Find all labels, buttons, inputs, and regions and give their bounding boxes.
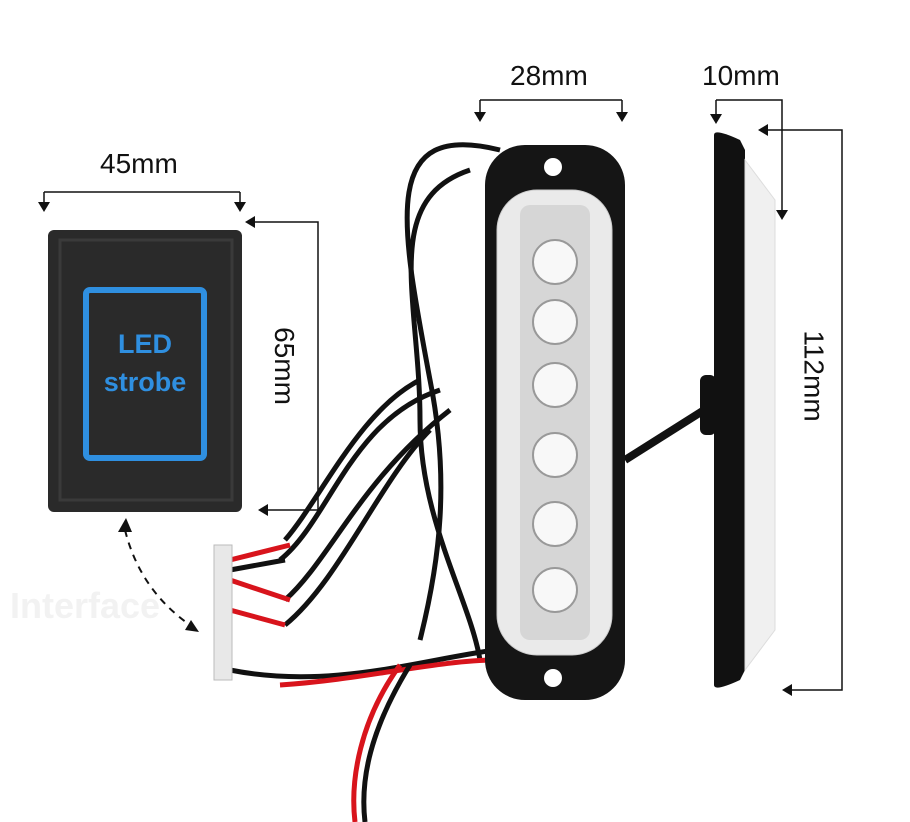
led-light-front — [485, 145, 625, 700]
light-length-label: 112mm — [798, 330, 830, 422]
connector-plugs — [213, 544, 233, 681]
module-logo: LED strobe — [86, 325, 204, 401]
dimension-lines — [43, 99, 843, 691]
arrowheads — [38, 112, 792, 696]
strobe-controller-module — [48, 230, 242, 512]
module-height-label: 65mm — [268, 327, 300, 405]
light-depth-label: 10mm — [702, 60, 780, 91]
led-light-side — [700, 132, 776, 688]
light-width-label: 28mm — [510, 60, 588, 91]
module-width-label: 45mm — [100, 148, 178, 179]
dashed-arrow — [124, 529, 191, 626]
wires — [229, 142, 723, 822]
logo-line-1: LED — [118, 329, 172, 359]
interface-watermark: Interface — [10, 585, 161, 626]
logo-line-2: strobe — [103, 367, 187, 397]
